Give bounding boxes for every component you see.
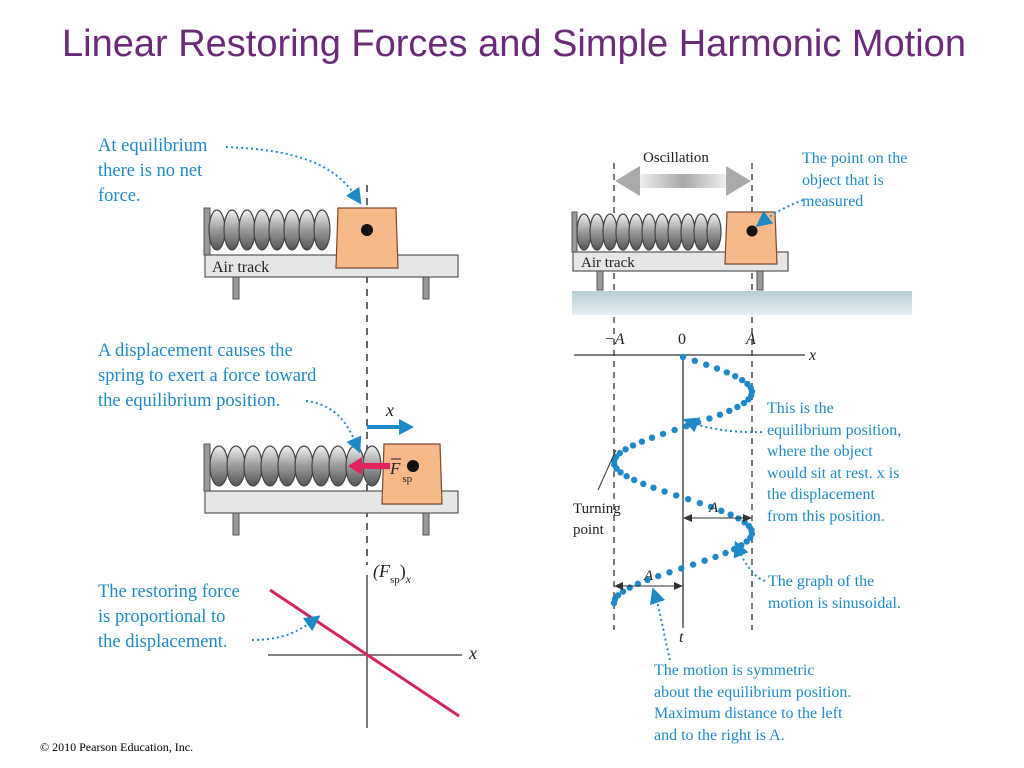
sinusoid-dot — [723, 369, 730, 376]
callout-restoring: The restoring force is proportional to t… — [98, 582, 240, 652]
sinusoid-dot — [734, 403, 741, 411]
axis-minus-a: −A — [604, 331, 625, 348]
displacement-arrow — [399, 419, 414, 435]
sinusoid-dot — [617, 469, 624, 476]
sinusoid-dot — [712, 553, 719, 561]
sinusoid-dot — [644, 576, 651, 584]
spring-right — [576, 213, 722, 251]
sinusoid-dot — [718, 507, 725, 514]
sinusoid-dot — [640, 480, 647, 487]
sinusoid-dot — [743, 538, 750, 545]
callout-arrow-restoring — [251, 615, 321, 641]
middle-spring-assembly: x Fsp — [203, 400, 459, 536]
amplitude-label-right: A — [708, 500, 719, 516]
sinusoid-dot — [706, 415, 713, 422]
amplitude-arrow-left — [614, 582, 683, 590]
sinusoid-dot — [610, 599, 618, 607]
turning-point-label: Turning point — [573, 501, 625, 538]
sinusoid-dot — [684, 496, 692, 503]
sinusoid-dot — [716, 411, 724, 418]
sinusoid-dot — [673, 492, 680, 499]
sinusoid-dot — [619, 588, 627, 595]
oscillation-arrow — [615, 166, 751, 196]
sinusoid-curve — [610, 353, 756, 607]
sinusoid-dot — [713, 365, 721, 372]
sinusoid-dot — [738, 542, 745, 549]
sinusoid-dot — [679, 353, 687, 361]
force-arrow — [348, 457, 362, 475]
sinusoid-dot — [623, 473, 630, 480]
sinusoid-dot — [730, 546, 738, 553]
callout-equilibrium: At equilibrium there is no net force. — [98, 136, 208, 206]
callout-arrow-equilibrium — [225, 146, 362, 205]
sinusoid-dot — [655, 572, 662, 580]
displacement-label: x — [385, 400, 394, 420]
sinusoid-dot — [626, 584, 633, 591]
axis-t-label: t — [679, 629, 684, 646]
force-vector-label: Fsp — [389, 459, 413, 485]
axis-zero: 0 — [678, 331, 686, 348]
sinusoid-dot — [707, 503, 715, 511]
axis-a: A — [745, 331, 756, 348]
air-track-label-right: Air track — [581, 255, 635, 271]
graph-y-label: (Fsp)x — [373, 561, 412, 586]
sinusoid-dot — [696, 499, 703, 507]
sinusoid-dot — [666, 569, 673, 576]
sinusoid-dot — [740, 399, 748, 407]
callout-symmetric: The motion is symmetric about the equili… — [654, 662, 852, 744]
air-track-label-top: Air track — [212, 259, 269, 276]
spring-top — [208, 209, 331, 251]
callout-sinusoidal: The graph of the motion is sinusoidal. — [768, 573, 901, 612]
sinusoid-dot — [671, 426, 678, 434]
slide-title: Linear Restoring Forces and Simple Harmo… — [62, 23, 966, 65]
sinusoid-dot — [691, 357, 698, 364]
top-spring-assembly — [203, 207, 459, 300]
callout-arrow-symmetric — [649, 587, 671, 661]
sinusoid-dot — [622, 446, 629, 453]
copyright-footer: © 2010 Pearson Education, Inc. — [40, 740, 194, 754]
sinusoid-dot — [683, 423, 690, 430]
right-spring-assembly — [571, 211, 912, 315]
sinusoid-dot — [727, 511, 734, 518]
sinusoid-dot — [689, 561, 697, 568]
sinusoid-dot — [638, 438, 646, 445]
block-top — [335, 207, 399, 269]
force-displacement-graph: (Fsp)x x — [268, 561, 477, 728]
callout-displacement: A displacement causes the spring to exer… — [98, 341, 317, 411]
amplitude-label-left: A — [643, 568, 654, 584]
turning-point-pointer — [597, 449, 617, 491]
sinusoid-dot — [650, 484, 657, 491]
sinusoid-dot — [631, 476, 638, 484]
callout-measured-point: The point on the object that is measured — [802, 150, 908, 210]
sinusoid-dot — [703, 361, 710, 368]
graph-x-label: x — [468, 643, 477, 663]
sinusoid-dot — [613, 465, 620, 472]
callout-equilibrium-position: This is the equilibrium position, where … — [767, 400, 902, 525]
axis-x-label: x — [808, 347, 816, 364]
sinusoid-dot — [745, 396, 752, 403]
sinusoid-dot — [701, 557, 708, 564]
block-right — [724, 211, 778, 265]
sinusoid-dot — [678, 565, 685, 572]
sinusoid-dot — [648, 434, 656, 441]
sinusoid-dot — [739, 376, 746, 384]
callout-arrow-equilibrium-position — [682, 417, 763, 434]
oscillation-label: Oscillation — [643, 150, 709, 166]
amplitude-arrow-right — [683, 514, 752, 522]
sinusoid-dot — [634, 580, 642, 587]
sinusoid-dot — [659, 430, 667, 438]
sinusoid-dot — [732, 373, 739, 380]
restoring-force-line — [269, 588, 460, 718]
sinusoid-dot — [726, 407, 733, 414]
sinusoid-dot — [661, 488, 668, 495]
sinusoid-dot — [629, 442, 637, 449]
sinusoid-dot — [722, 549, 729, 557]
callout-arrow-displacement — [305, 400, 362, 454]
